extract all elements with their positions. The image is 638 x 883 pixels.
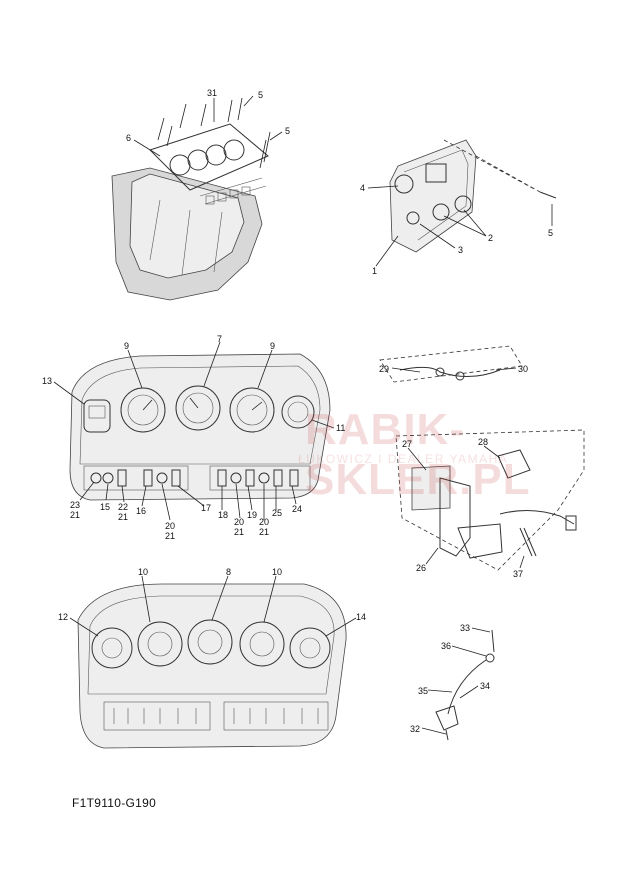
callout-13: 13 xyxy=(42,376,53,386)
callout-15: 15 xyxy=(100,502,111,512)
callout-7: 7 xyxy=(217,334,223,344)
callout-17: 17 xyxy=(201,503,212,513)
callout-31: 31 xyxy=(207,88,218,98)
callout-1: 1 xyxy=(372,266,378,276)
callout-5a: 5 xyxy=(258,90,264,100)
callout-10a: 10 xyxy=(138,567,149,577)
rod-assembly xyxy=(435,629,495,741)
callout-9b: 9 xyxy=(270,341,276,351)
callout-9a: 9 xyxy=(124,341,130,351)
callout-10b: 10 xyxy=(272,567,283,577)
callout-2: 2 xyxy=(488,233,494,243)
callout-30: 30 xyxy=(518,364,529,374)
callout-20b: 20 xyxy=(234,517,245,527)
callout-4: 4 xyxy=(360,183,366,193)
callout-6: 6 xyxy=(126,133,132,143)
callout-12: 12 xyxy=(58,612,69,622)
callout-23: 23 xyxy=(70,500,81,510)
callout-32: 32 xyxy=(410,724,421,734)
dash-pod-assembly xyxy=(111,97,271,301)
leader-lines xyxy=(53,95,553,735)
front-instrument-cluster xyxy=(69,353,331,501)
callout-37: 37 xyxy=(513,569,524,579)
callout-8: 8 xyxy=(226,567,232,577)
callout-21a: 21 xyxy=(70,510,81,520)
callout-21d: 21 xyxy=(234,527,245,537)
callout-5c: 5 xyxy=(548,228,554,238)
callout-29: 29 xyxy=(379,364,390,374)
figure-code: F1T9110-G190 xyxy=(72,796,157,810)
wiring-harness-assembly xyxy=(379,345,523,383)
callout-35: 35 xyxy=(418,686,429,696)
callout-21b: 21 xyxy=(118,512,129,522)
bracket-assembly xyxy=(395,429,585,571)
callout-27: 27 xyxy=(402,439,413,449)
callout-3: 3 xyxy=(458,245,464,255)
callout-21e: 21 xyxy=(259,527,270,537)
callout-22: 22 xyxy=(118,502,129,512)
callout-25: 25 xyxy=(272,508,283,518)
callout-14: 14 xyxy=(356,612,367,622)
callout-34: 34 xyxy=(480,681,491,691)
callout-36: 36 xyxy=(441,641,452,651)
switch-panel-assembly xyxy=(389,139,557,253)
callout-26: 26 xyxy=(416,563,427,573)
callout-19: 19 xyxy=(247,510,258,520)
callout-5b: 5 xyxy=(285,126,291,136)
callout-20a: 20 xyxy=(165,521,176,531)
rear-instrument-cluster xyxy=(77,583,347,749)
callout-33: 33 xyxy=(460,623,471,633)
callout-20c: 20 xyxy=(259,517,270,527)
watermark-logo-text: RABIK-SKLER.PL xyxy=(305,405,531,504)
callout-28: 28 xyxy=(478,437,489,447)
callout-16: 16 xyxy=(136,506,147,516)
callout-24: 24 xyxy=(292,504,303,514)
watermark-subtext: ŁUKOWICZ I DEALER YAMAHA xyxy=(298,452,509,466)
callout-11: 11 xyxy=(336,423,346,433)
callout-21c: 21 xyxy=(165,531,176,541)
callout-18: 18 xyxy=(218,510,229,520)
